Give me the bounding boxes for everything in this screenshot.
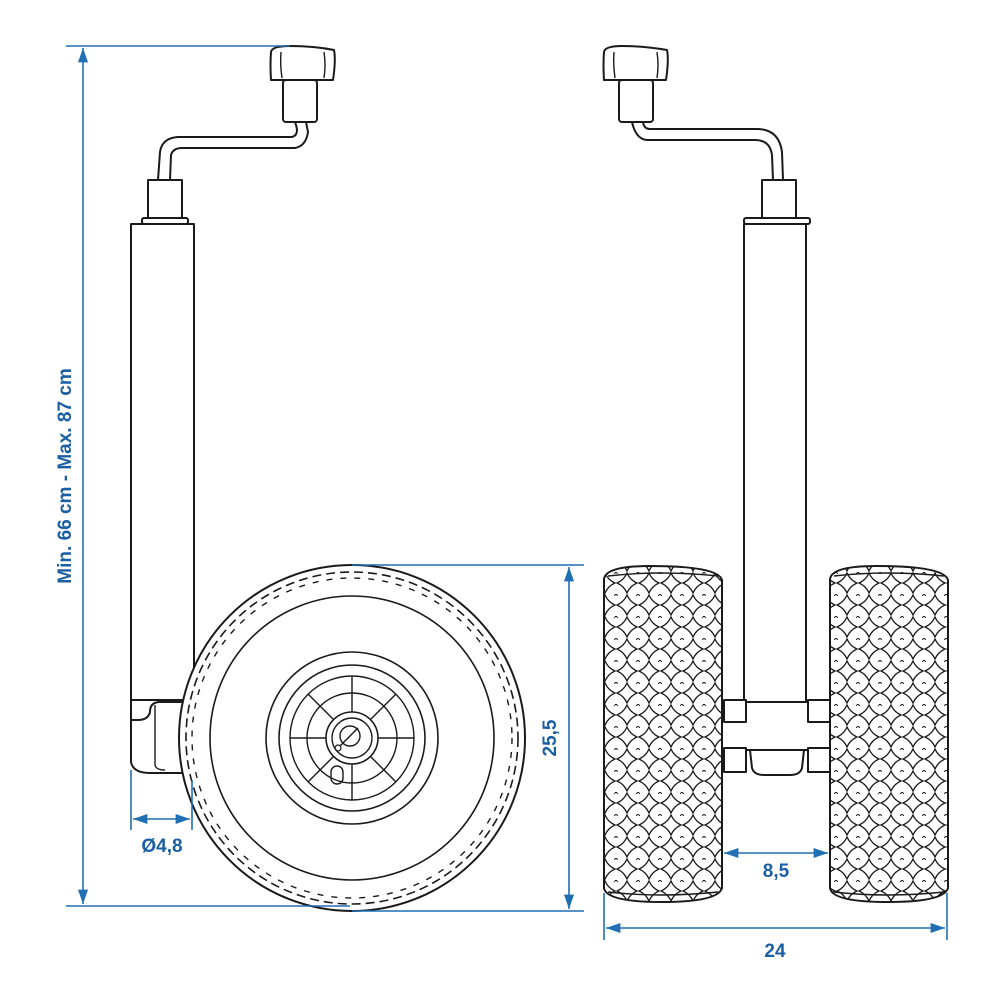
dimension-overall-height: Min. 66 cm - Max. 87 cm <box>55 45 350 907</box>
wheel-gap-label: 8,5 <box>763 861 790 882</box>
front-view <box>602 45 949 904</box>
wheel-side <box>178 564 526 912</box>
overall-width-label: 24 <box>764 941 786 962</box>
wheel-fork-bracket <box>130 699 191 774</box>
dimension-tube-diameter: Ø4,8 <box>130 770 193 857</box>
tube-diameter-label: Ø4,8 <box>141 836 182 857</box>
dimension-overall-width: 24 <box>603 893 948 962</box>
side-view <box>130 45 526 912</box>
left-twin-wheel <box>603 564 723 904</box>
wheel-diameter-label: 25,5 <box>540 719 561 756</box>
crank-knob-icon <box>269 45 336 123</box>
overall-height-label: Min. 66 cm - Max. 87 cm <box>55 368 76 583</box>
hub-spokes <box>290 676 414 800</box>
crank-knob-icon <box>602 45 669 123</box>
dimension-wheel-gap: 8,5 <box>724 847 828 882</box>
right-twin-wheel <box>829 564 949 904</box>
dimension-wheel-diameter: 25,5 <box>352 564 584 912</box>
axle-assembly <box>721 699 833 776</box>
